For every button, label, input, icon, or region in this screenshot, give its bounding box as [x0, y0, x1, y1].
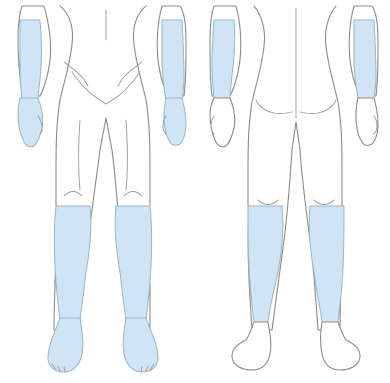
back-right-lower-leg-zone	[309, 206, 344, 322]
front-left-forearm-zone	[20, 20, 42, 100]
back-view	[210, 6, 378, 370]
front-right-forearm-zone	[162, 20, 184, 100]
back-right-forearm-zone	[354, 20, 376, 98]
front-left-hand-zone	[18, 98, 43, 147]
front-view	[18, 6, 186, 372]
front-left-lower-leg-zone	[54, 206, 90, 320]
front-left-foot-zone	[48, 318, 83, 372]
back-left-foot	[232, 322, 271, 370]
back-right-foot	[321, 322, 361, 370]
back-right-hand	[356, 98, 378, 145]
front-right-hand-zone	[164, 98, 186, 145]
front-right-foot-zone	[123, 318, 158, 372]
front-right-lower-leg-zone	[115, 206, 151, 320]
back-left-lower-leg-zone	[248, 206, 283, 322]
back-left-hand	[210, 98, 235, 147]
